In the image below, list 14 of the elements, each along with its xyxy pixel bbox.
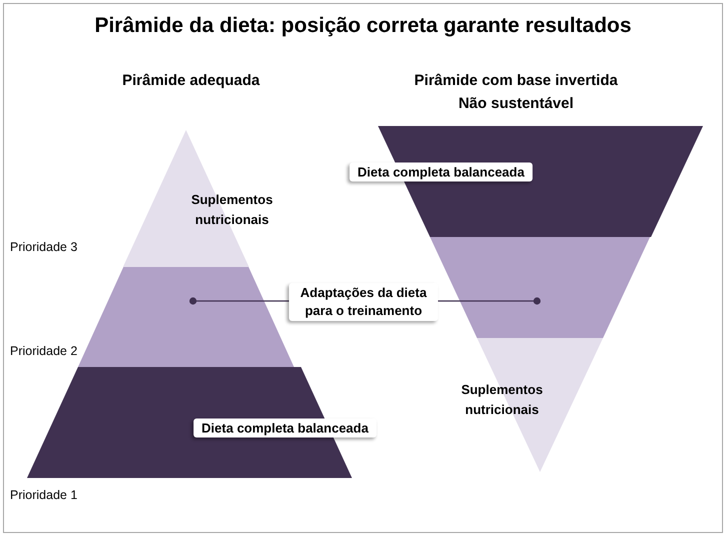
column-heading: Não sustentável [458, 95, 574, 112]
column-heading: Pirâmide com base invertida [414, 72, 618, 89]
tier-text: Suplementos nutricionais [190, 191, 274, 229]
priority-label: Prioridade 2 [10, 344, 78, 358]
priority-label: Prioridade 3 [10, 240, 78, 254]
tier-label: Dieta completa balanceada [194, 418, 376, 438]
title: Pirâmide da dieta: posição correta garante resultados [94, 14, 632, 38]
leader-line [438, 297, 541, 305]
column-heading: Pirâmide adequada [122, 72, 260, 89]
callout-label: Adaptações da dieta para o treinamento [289, 283, 438, 321]
leader-line [189, 297, 289, 305]
tier-text: Suplementos nutricionais [460, 381, 544, 419]
priority-label: Prioridade 1 [10, 488, 78, 502]
tier-label: Dieta completa balanceada [350, 162, 532, 182]
